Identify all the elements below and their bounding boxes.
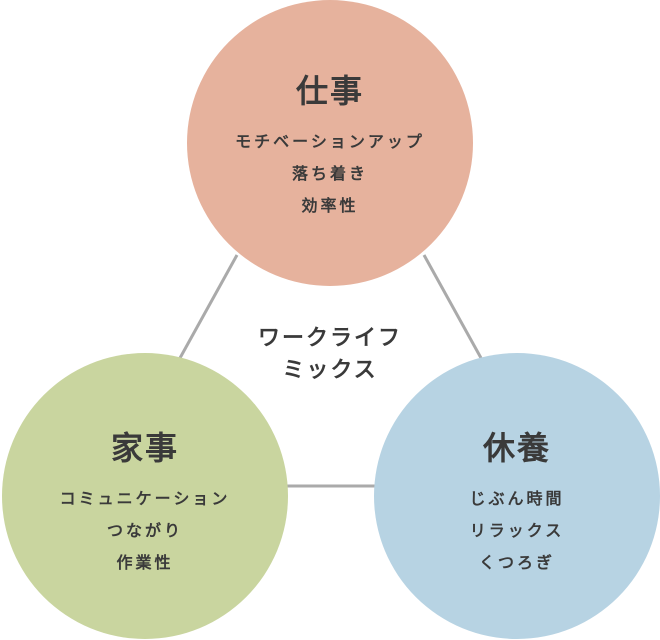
housework-circle: 家事 コミュニケーション つながり 作業性	[2, 353, 288, 639]
work-item: モチベーションアップ	[235, 132, 425, 151]
housework-item: つながり	[106, 521, 183, 540]
rest-item: リラックス	[469, 521, 565, 540]
work-circle: 仕事 モチベーションアップ 落ち着き 効率性	[187, 0, 473, 286]
rest-item: くつろぎ	[478, 553, 555, 572]
center-label: ワークライフ ミックス	[200, 323, 460, 387]
center-label-line: ワークライフ	[257, 326, 402, 351]
housework-title: 家事	[110, 429, 179, 467]
connector-work-rest	[422, 254, 483, 359]
housework-item: コミュニケーション	[59, 489, 231, 508]
work-title: 仕事	[295, 72, 364, 110]
center-label-line: ミックス	[282, 358, 378, 383]
work-item: 落ち着き	[291, 164, 368, 183]
connector-work-house	[178, 254, 239, 359]
rest-item: じぶん時間	[469, 489, 565, 508]
housework-item: 作業性	[116, 553, 174, 572]
rest-circle: 休養 じぶん時間 リラックス くつろぎ	[374, 353, 660, 639]
rest-title: 休養	[482, 429, 551, 467]
work-item: 効率性	[301, 196, 359, 215]
